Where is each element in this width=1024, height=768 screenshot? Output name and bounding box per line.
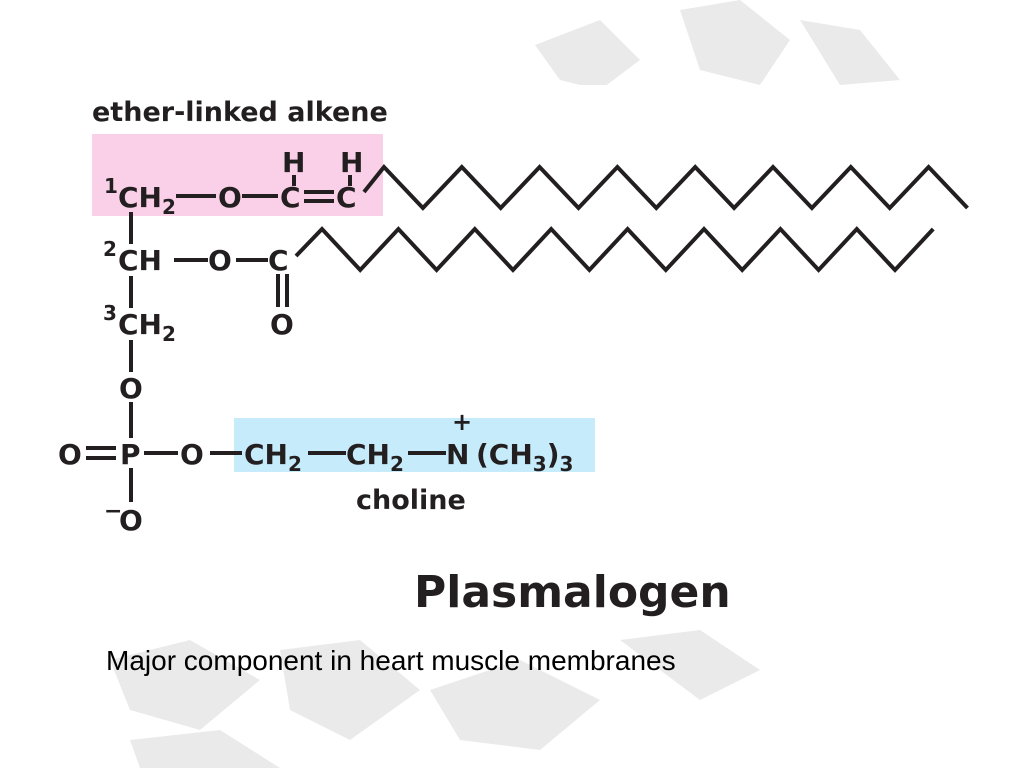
- position-3-label: 3: [103, 301, 117, 325]
- atom-phosphate-bridge-o: O: [119, 372, 143, 405]
- alkene-hydrocarbon-chain: [362, 163, 969, 211]
- atom-vinyl-c-left: C: [280, 181, 301, 214]
- atom-nitrogen: N: [446, 438, 469, 471]
- atom-carbonyl-c: C: [268, 244, 289, 277]
- atom-choline-ch2-b: CH2: [346, 438, 404, 476]
- ether-linked-alkene-highlight: [92, 134, 383, 216]
- position-1-label: 1: [104, 174, 118, 198]
- atom-h-left: H: [282, 146, 305, 179]
- atom-choline-ch2-a: CH2: [244, 438, 302, 476]
- atom-phosphoryl-o: O: [58, 438, 82, 471]
- trimethyl-group: (CH3)3: [476, 438, 573, 476]
- atom-phosphate-o: O: [180, 438, 204, 471]
- background-leaf-pattern: [110, 0, 900, 768]
- atom-o-minus: O: [119, 504, 143, 537]
- position-2-label: 2: [103, 237, 117, 261]
- choline-label: choline: [356, 485, 466, 516]
- atom-c3-ch2: CH2: [118, 308, 176, 346]
- atom-ester-o: O: [208, 244, 232, 277]
- atom-c1-ch2: CH2: [118, 181, 176, 219]
- choline-highlight: [234, 418, 595, 472]
- atom-ether-o: O: [218, 181, 242, 214]
- bond-lines: [86, 175, 446, 502]
- minus-charge: −: [104, 499, 122, 524]
- atom-c2-ch: CH: [118, 244, 162, 277]
- atom-carbonyl-o: O: [270, 308, 294, 341]
- plus-charge: +: [452, 408, 472, 436]
- title-plasmalogen: Plasmalogen: [414, 567, 731, 618]
- atom-vinyl-c-right: C: [336, 181, 357, 214]
- caption-text: Major component in heart muscle membrane…: [106, 645, 676, 676]
- atom-h-right: H: [340, 146, 363, 179]
- atom-phosphorus: P: [120, 438, 141, 471]
- acyl-hydrocarbon-chain: [294, 226, 935, 273]
- ether-linked-alkene-label: ether-linked alkene: [92, 97, 388, 128]
